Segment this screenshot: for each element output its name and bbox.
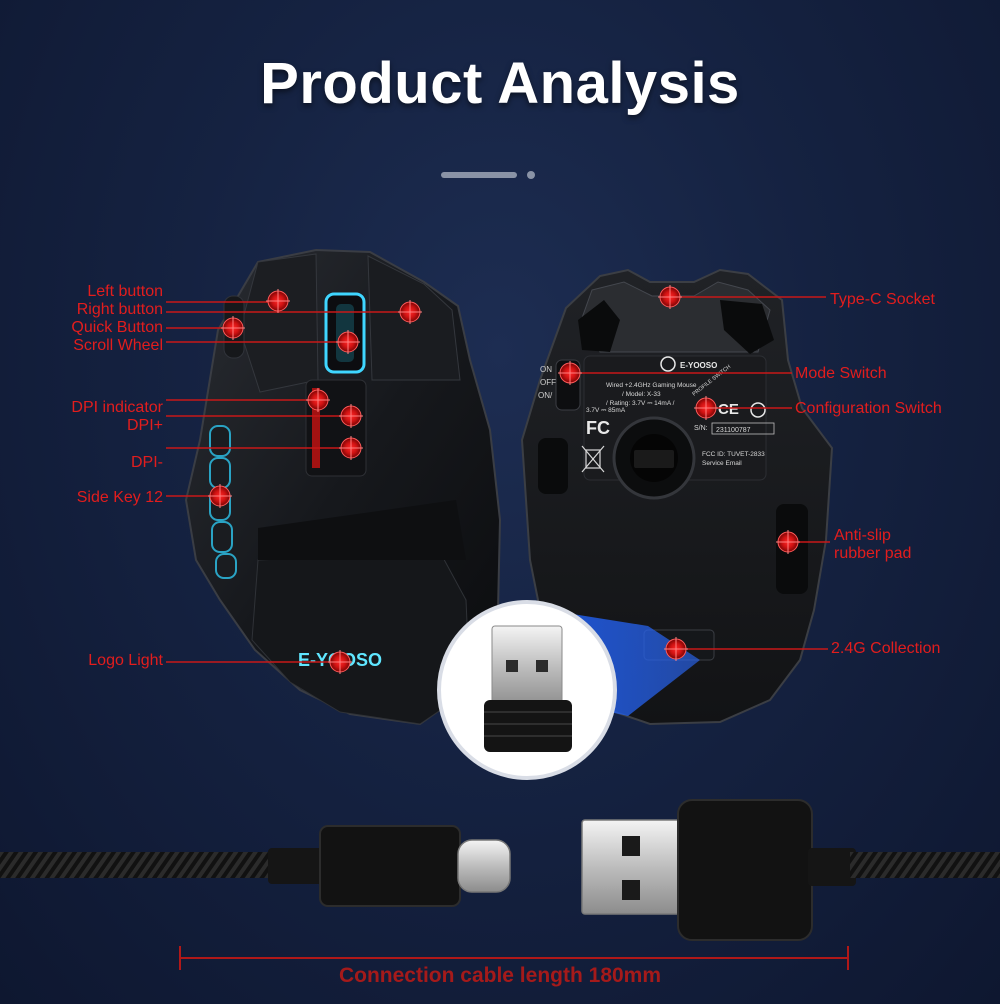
label-anti-slip-line1: Anti-slip [834, 527, 891, 544]
target-scroll-wheel-icon [336, 330, 360, 354]
bottom-current: 3.7V ⎓ 85mA [586, 407, 626, 414]
label-side-key: Side Key 12 [76, 489, 163, 506]
ce-mark: CE [718, 401, 739, 418]
sn-label: S/N: [694, 425, 708, 432]
bottom-brand: E-YOOSO [680, 361, 717, 370]
certification-icon [750, 402, 766, 418]
title-divider [441, 172, 517, 178]
target-dpi-minus-icon [339, 436, 363, 460]
label-dpi-plus: DPI+ [126, 417, 163, 434]
label-quick-button: Quick Button [71, 319, 163, 336]
target-mode-switch-icon [558, 361, 582, 385]
brand-icon [660, 356, 676, 372]
service-email: Service Email [702, 460, 742, 467]
label-dpi-minus: DPI- [131, 454, 163, 471]
target-dpi-plus-icon [339, 404, 363, 428]
target-configuration-switch-icon [694, 396, 718, 420]
bottom-model: / Model: X-33 [622, 391, 661, 398]
target-24g-collection-icon [664, 637, 688, 661]
cable-length-caption: Connection cable length 180mm [338, 964, 662, 987]
target-left-button-icon [266, 289, 290, 313]
target-quick-button-icon [221, 316, 245, 340]
label-logo-light: Logo Light [88, 652, 163, 669]
label-scroll-wheel: Scroll Wheel [73, 337, 163, 354]
label-24g-collection: 2.4G Collection [831, 640, 941, 657]
sn-value: 231100787 [716, 427, 751, 434]
label-dpi-indicator: DPI indicator [71, 399, 163, 416]
weee-bin-icon [581, 445, 605, 473]
target-anti-slip-icon [776, 530, 800, 554]
switch-on2-text: ON/ [538, 391, 553, 400]
dimension-line [179, 946, 849, 970]
switch-on-text: ON [540, 365, 552, 374]
usb-cable [0, 799, 1000, 941]
usb-dongle [437, 600, 617, 780]
switch-off-text: OFF [540, 378, 556, 387]
fcc-logo: FC [586, 418, 610, 438]
label-mode-switch: Mode Switch [795, 365, 887, 382]
label-anti-slip-line2: rubber pad [834, 545, 912, 562]
target-logo-light-icon [328, 650, 352, 674]
bottom-product-line: Wired +2.4GHz Gaming Mouse [606, 382, 697, 389]
label-type-c-socket: Type-C Socket [830, 291, 935, 308]
title-divider-dot [527, 171, 535, 179]
target-right-button-icon [398, 300, 422, 324]
label-configuration-switch: Configuration Switch [795, 400, 942, 417]
page-title: Product Analysis [260, 51, 740, 116]
fcc-id: FCC ID: TUVET-2833 [702, 451, 765, 458]
label-left-button: Left button [87, 283, 163, 300]
label-right-button: Right button [76, 301, 163, 318]
mouse-bottom-view: ON OFF ON/ E-YOOSO Wired +2.4GHz Gaming … [520, 268, 834, 726]
target-type-c-socket-icon [658, 285, 682, 309]
target-side-key-icon [208, 484, 232, 508]
bottom-rating: / Rating: 3.7V ⎓ 14mA / [606, 400, 675, 407]
target-markers [208, 285, 800, 674]
target-dpi-indicator-icon [306, 388, 330, 412]
